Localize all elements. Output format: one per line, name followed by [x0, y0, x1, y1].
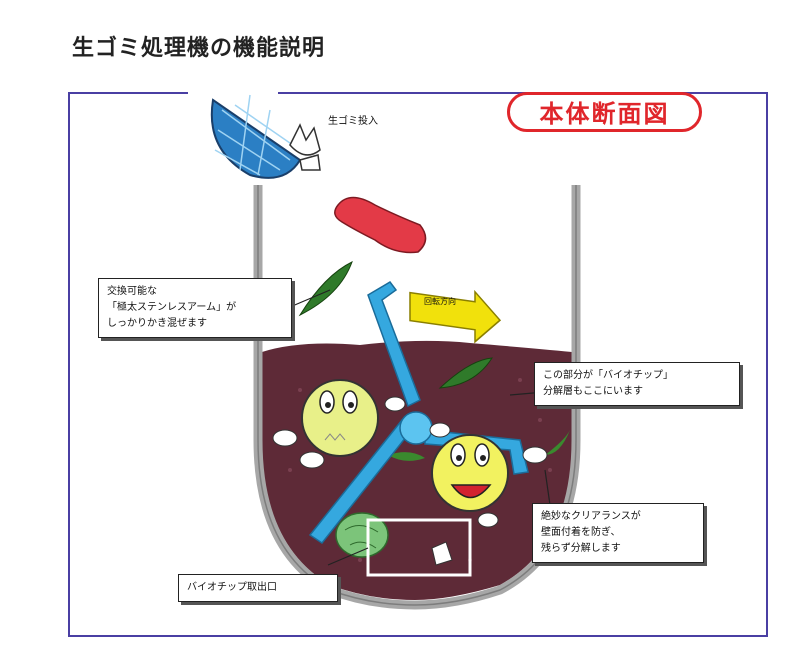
cabbage-icon — [335, 512, 389, 558]
diagram-frame — [68, 92, 768, 637]
outlet-callout: バイオチップ取出口 — [178, 574, 338, 602]
cross-section-badge: 本体断面図 — [507, 92, 702, 132]
callout-line: この部分が「バイオチップ」 — [543, 370, 673, 381]
leaf-icon — [388, 452, 425, 461]
callout-line: 絶妙なクリアランスが — [541, 511, 641, 522]
callout-line: 「極太ステンレスアーム」が — [107, 302, 237, 313]
callout-line: 分解層もここにいます — [543, 386, 643, 397]
callout-line: 残らず分解します — [541, 543, 621, 554]
callout-line: しっかりかき混ぜます — [107, 318, 207, 329]
clearance-callout: 絶妙なクリアランスが 壁面付着を防ぎ、 残らず分解します — [532, 503, 704, 563]
eggshell-icon — [289, 123, 321, 171]
bio-chip-character-right — [429, 422, 548, 528]
leaf-icon — [298, 261, 353, 317]
input-label: 生ゴミ投入 — [328, 116, 378, 127]
chip-piece — [431, 541, 453, 566]
arm-callout: 交換可能な 「極太ステンレスアーム」が しっかりかき混ぜます — [98, 278, 292, 338]
rotation-arrow-icon — [409, 289, 502, 344]
leader-line — [544, 469, 551, 506]
bio-chip-character-left — [272, 379, 406, 469]
page-title: 生ゴミ処理機の機能説明 — [72, 36, 326, 61]
frame-gap — [188, 90, 278, 96]
leader-line — [289, 289, 331, 308]
leader-line — [327, 547, 369, 566]
leaf-icon — [438, 357, 493, 389]
callout-line: 交換可能な — [107, 286, 157, 297]
bio-layer-callout: この部分が「バイオチップ」 分解層もここにいます — [534, 362, 740, 406]
rotation-label: 回転方向 — [424, 297, 456, 306]
food-scrap-icon — [334, 196, 427, 254]
watermelon-icon — [210, 94, 302, 179]
outlet-box — [366, 518, 472, 577]
callout-line: 壁面付着を防ぎ、 — [541, 527, 621, 538]
